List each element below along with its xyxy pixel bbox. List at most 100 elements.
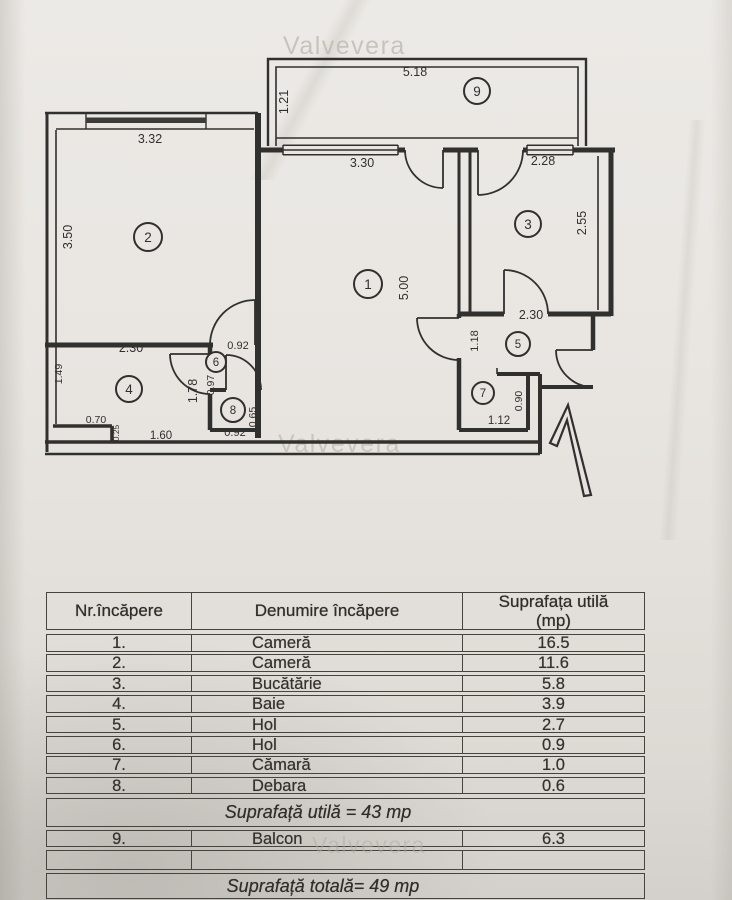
cell-name: Cămară [191,757,463,774]
cell-name: Baie [191,696,463,713]
dimension-label: 2.30 [519,308,543,322]
dimension-label: 2.28 [531,154,555,168]
dimension-label: 1.78 [186,379,200,403]
door-bathroom [169,353,211,395]
room-number-1: 1 [353,269,383,299]
cell-area: 5.8 [542,674,565,693]
window-kitchen [526,144,574,156]
header-nr: Nr.încăpere [75,601,163,620]
dimension-label: 1.49 [53,364,65,385]
dimension-label: 1.18 [469,330,481,351]
dimension-label: 5.00 [397,276,411,300]
table-row: 7. Cămară 1.0 [46,756,645,774]
cell-name: Bucătărie [191,675,463,692]
total-row: Suprafață totală= 49 mp [46,873,645,899]
door-room2 [209,299,256,346]
dimension-label: 3.32 [138,132,162,146]
room-number-4: 4 [115,375,143,403]
dimension-label: 2.30 [119,341,143,355]
svg-text:7: 7 [480,388,486,400]
cell-area: 6.3 [542,829,565,848]
cell-name: Hol [191,716,463,733]
cell-nr: 8. [112,776,126,795]
door-kitchen-hall5 [503,269,549,315]
subtotal-row: Suprafață utilă = 43 mp [46,797,645,827]
door-room1-hall5 [416,317,460,361]
table-row: 4. Baie 3.9 [46,695,645,713]
cell-area: 0.9 [542,736,565,754]
cell-area: 2.7 [542,715,565,734]
cell-nr: 2. [112,654,126,673]
svg-text:2: 2 [144,230,152,245]
room-number-9: 9 [463,77,491,105]
svg-text:4: 4 [125,382,133,397]
dimension-label: 0.25 [111,424,121,441]
cell-nr: 1. [112,634,126,652]
table-header-row: Nr.încăpere Denumire încăpere Suprafața … [46,592,645,630]
cell-nr: 6. [112,736,126,754]
room-number-2: 2 [133,222,163,252]
cell-name: Debara [191,777,463,794]
door-entrance [555,349,594,388]
table-row: 6. Hol 0.9 [46,736,645,754]
interior-walls [45,113,611,442]
cell-nr: 5. [112,715,126,734]
svg-text:1: 1 [364,277,372,292]
svg-text:5: 5 [515,339,521,351]
cell-name: Hol [191,737,463,753]
dimension-label: 0.70 [86,414,107,426]
dimension-label: 0.92 [224,427,245,439]
spacer-row [46,850,645,870]
table-row: 1. Cameră 16.5 [46,634,645,652]
header-name: Denumire încăpere [191,593,463,629]
cell-name: Cameră [191,655,463,672]
table-row: 5. Hol 2.7 [46,715,645,734]
dimension-label: 1.60 [150,430,172,442]
header-area-line1: Suprafața utilă [498,592,609,611]
dimension-label: 1.12 [488,415,510,427]
cell-nr: 7. [112,756,126,775]
cell-name: Cameră [191,635,463,651]
room-number-8: 8 [220,397,246,423]
window-room1 [282,144,399,156]
room-number-6: 6 [205,351,227,373]
table-row: 8. Debara 0.6 [46,776,645,795]
dimension-label: 0.97 [205,375,217,396]
table-row: 2. Cameră 11.6 [46,654,645,672]
dimension-label: 3.30 [350,156,374,170]
header-area: Suprafața utilă (mp) [463,592,644,630]
cell-area: 16.5 [537,634,570,652]
floor-plan: 5.181.213.323.302.282.553.505.002.301.49… [45,57,615,498]
dimension-label: 1.21 [277,90,291,114]
dimension-label: 0.92 [227,340,248,352]
door-kitchen-top [477,149,524,196]
total-label: Suprafață totală= 49 mp [226,875,420,896]
dimension-label: 0.65 [247,407,259,428]
room-number-7: 7 [471,381,495,405]
dimension-label: 3.50 [61,225,75,249]
svg-text:9: 9 [473,84,481,99]
svg-text:3: 3 [524,217,532,232]
cell-area: 0.6 [542,776,565,795]
cell-nr: 4. [112,695,126,714]
cell-nr: 9. [112,829,126,848]
dimension-label: 5.18 [403,65,427,79]
cell-area: 11.6 [538,654,569,673]
entrance-arrow [548,401,593,498]
subtotal-label: Suprafață utilă = 43 mp [224,801,412,822]
svg-text:6: 6 [213,357,219,369]
cell-area: 1.0 [542,756,565,775]
doors [169,149,594,395]
room-number-5: 5 [505,331,531,357]
header-area-line2: (mp) [536,611,571,630]
svg-text:8: 8 [230,405,236,417]
cell-area: 3.9 [542,695,565,714]
cell-name: Balcon [191,830,463,847]
table-row: 3. Bucătărie 5.8 [46,674,645,693]
cell-nr: 3. [112,674,126,693]
room-number-3: 3 [514,210,542,238]
balcony-row: 9. Balcon 6.3 [46,829,645,848]
windows [282,144,574,156]
